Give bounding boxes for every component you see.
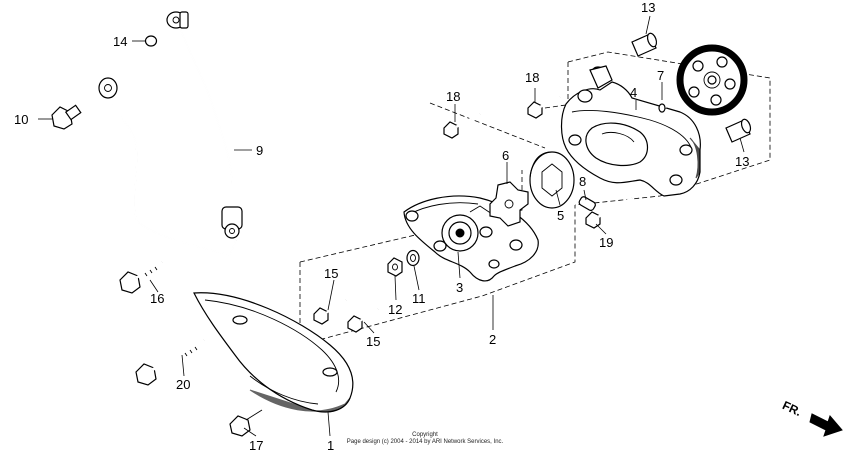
- front-direction-label: FR.: [780, 398, 803, 419]
- part-label-20: 20: [176, 377, 190, 392]
- sealing-washer: [144, 35, 158, 47]
- part-label-4: 4: [630, 85, 637, 100]
- pipe-banjo-top: [166, 11, 189, 29]
- part-label-6: 6: [502, 148, 509, 163]
- copyright-text: Page design (c) 2004 - 2014 by ARI Netwo…: [347, 439, 504, 445]
- part-label-5: 5: [557, 208, 564, 223]
- part-label-14: 14: [113, 34, 127, 49]
- part-number-labels: 1 2 3 4 5 6 7 8 9 10 11 12 13 13 14 15 1…: [14, 0, 749, 453]
- pump-cover-plate: [193, 292, 354, 413]
- pipe-junction: [221, 206, 243, 239]
- part-label-9: 9: [256, 143, 263, 158]
- part-label-8: 8: [579, 174, 586, 189]
- leader-lines: [38, 15, 745, 437]
- front-arrow-icon: [809, 413, 843, 437]
- part-label-15-right: 15: [366, 334, 380, 349]
- oil-pipe: [98, 11, 243, 256]
- collar-13-top: [631, 32, 658, 57]
- part-label-13-top: 13: [641, 0, 655, 15]
- bolt-15-left: [313, 299, 347, 325]
- part-label-10: 10: [14, 112, 28, 127]
- part-label-13-right: 13: [735, 154, 749, 169]
- collar-13-right: [725, 118, 752, 143]
- part-label-15-left: 15: [324, 266, 338, 281]
- flange-bolt-16: [119, 260, 163, 294]
- bolt-15-right: [347, 308, 379, 333]
- copyright-title: Copyright: [412, 432, 438, 438]
- copyright-notice: Copyright Page design (c) 2004 - 2014 by…: [347, 432, 504, 445]
- part-label-1: 1: [327, 438, 334, 453]
- part-label-19: 19: [599, 235, 613, 250]
- pipe-banjo-left: [98, 77, 118, 99]
- part-label-2: 2: [489, 332, 496, 347]
- inner-rotor: [489, 181, 529, 227]
- part-label-18-left: 18: [446, 89, 460, 104]
- part-label-7: 7: [657, 68, 664, 83]
- flange-bolt-17: [229, 409, 263, 437]
- dowel-pin-8: [578, 196, 596, 211]
- drive-gear: [676, 44, 748, 116]
- part-label-12: 12: [388, 302, 402, 317]
- outer-rotor: [529, 151, 575, 209]
- washer-11: [406, 249, 420, 267]
- bolt-18-left: [443, 112, 481, 139]
- bolt-18-right: [527, 95, 561, 119]
- part-label-11: 11: [412, 291, 426, 306]
- front-direction-indicator: FR.: [780, 398, 843, 437]
- nut-12: [387, 257, 403, 277]
- part-label-3: 3: [456, 280, 463, 295]
- part-label-18-right: 18: [525, 70, 539, 85]
- banjo-bolt: [51, 104, 82, 130]
- part-label-17: 17: [249, 438, 263, 453]
- part-label-16: 16: [150, 291, 164, 306]
- flange-bolt-20: [135, 338, 205, 386]
- pump-housing: [560, 65, 701, 197]
